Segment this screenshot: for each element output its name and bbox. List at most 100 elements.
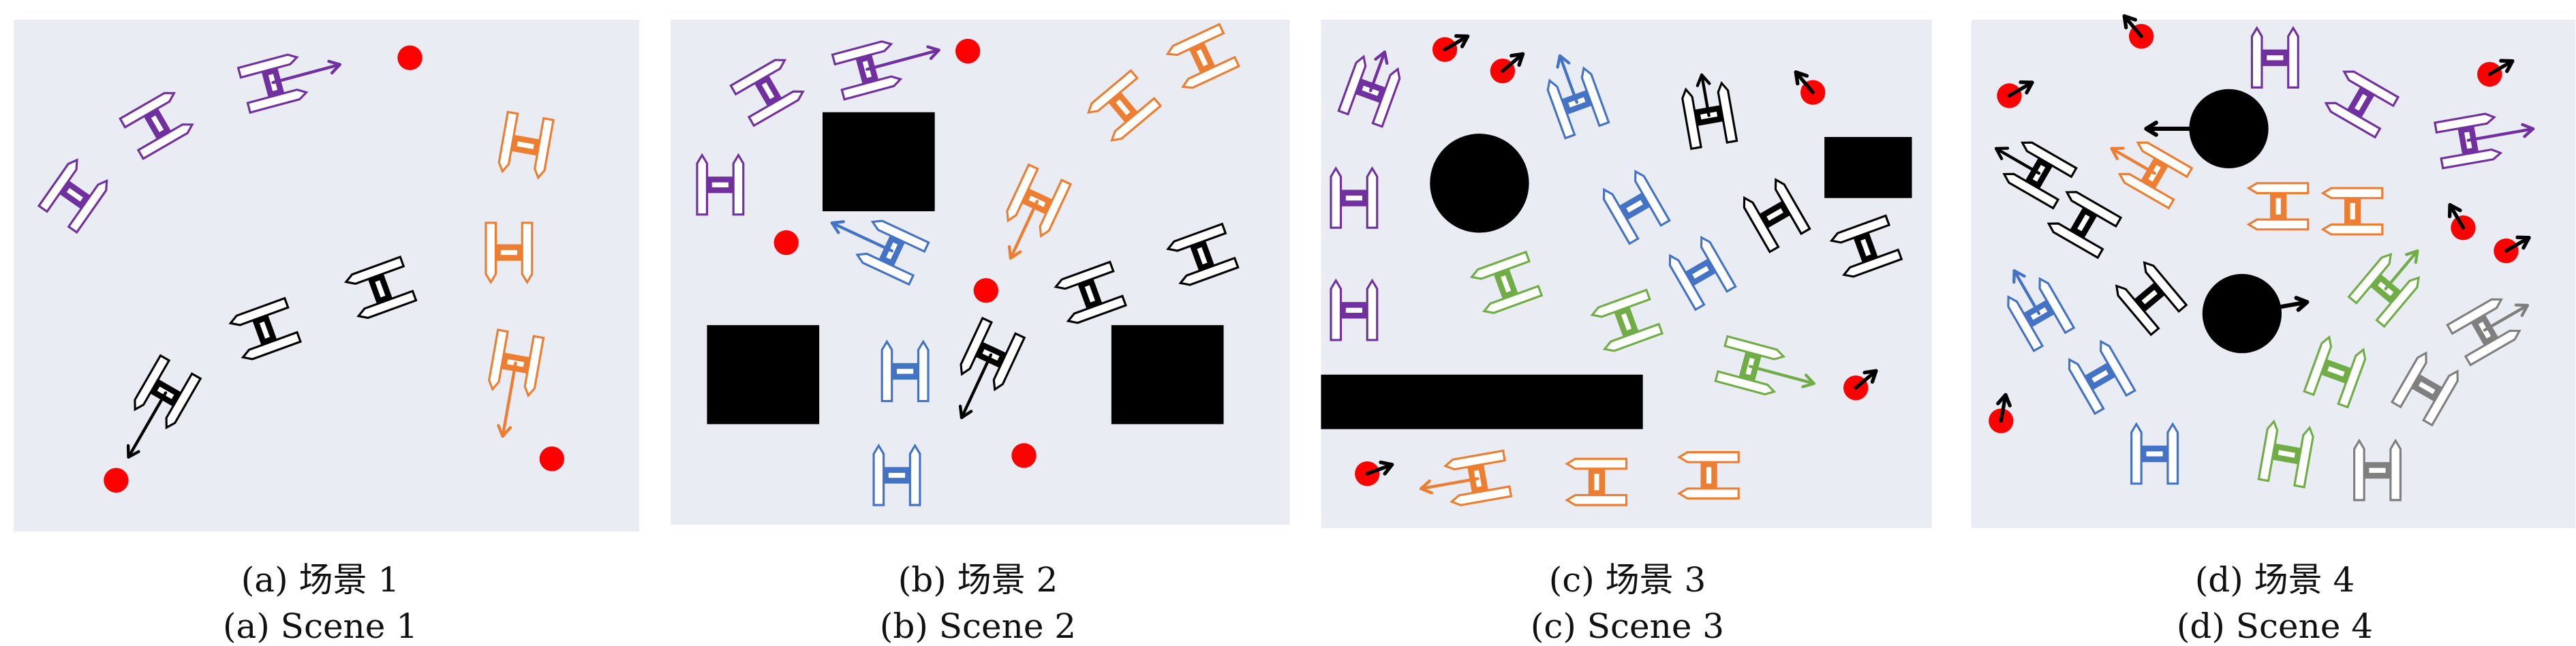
robot-track — [1743, 196, 1780, 253]
robot-track — [119, 91, 177, 129]
arrow-head — [497, 424, 512, 438]
robot-body-window — [1766, 208, 1783, 221]
arrow-head — [926, 45, 940, 60]
arrow-head — [2521, 123, 2535, 138]
robot-body-window — [2091, 370, 2109, 383]
robot-track — [1590, 288, 1651, 318]
robot-track — [521, 221, 534, 285]
robot-track — [2320, 187, 2384, 200]
robot-blue — [872, 443, 921, 506]
robot-purple — [831, 40, 903, 101]
robot-track — [1717, 80, 1738, 144]
robot-track — [1565, 494, 1628, 506]
arrow-head — [1862, 369, 1878, 384]
goal-marker — [955, 38, 981, 64]
robot-track — [1482, 284, 1544, 314]
robot-track — [2293, 425, 2314, 489]
robot-track — [2422, 369, 2459, 427]
robot-track — [1714, 370, 1777, 396]
arrow-head — [830, 220, 845, 234]
robot-body-window — [1345, 196, 1362, 201]
robot-heading-arrow — [958, 353, 993, 420]
robot-green — [2257, 419, 2314, 489]
arrow-shaft — [2466, 127, 2535, 142]
robot-heading-arrow — [2012, 269, 2041, 316]
goal-velocity-arrow — [2447, 203, 2466, 230]
robot-track — [855, 252, 915, 286]
robot-track — [241, 330, 302, 360]
robot-body-window — [2077, 214, 2090, 232]
arrow-head — [1696, 73, 1711, 87]
robot-body-window — [66, 187, 83, 202]
arrow-head — [2122, 14, 2138, 30]
obstacle-velocity-arrow — [2144, 121, 2231, 137]
robot-track — [1676, 487, 1740, 500]
arrow-head — [1454, 34, 1470, 48]
arrow-shaft — [1994, 147, 2041, 175]
robot-track — [2068, 358, 2105, 416]
arrow-shaft — [1009, 200, 1039, 260]
robot-track — [960, 316, 993, 376]
goal-velocity-arrow — [2504, 235, 2531, 253]
robot-body-window — [2267, 55, 2284, 61]
robot-heading-arrow — [2384, 249, 2419, 291]
arrow-shaft — [2110, 147, 2156, 175]
arrow-head — [2012, 269, 2026, 284]
robot-purple — [729, 59, 805, 127]
robot-heading-arrow — [497, 361, 517, 438]
robot-track — [2246, 218, 2310, 231]
robot-track — [1443, 449, 1506, 471]
robot-body-window — [1196, 49, 1208, 67]
robot-track — [1330, 166, 1343, 229]
robot-body-window — [517, 141, 534, 149]
robot-track — [356, 290, 418, 320]
robot-black — [1743, 178, 1811, 253]
robot-body-window — [2355, 93, 2367, 111]
robot-gray — [2390, 351, 2459, 427]
robot-orange — [485, 221, 534, 285]
robot-body-window — [151, 115, 164, 132]
arrow-shaft — [830, 221, 893, 253]
robot-track — [2117, 172, 2175, 210]
robot-black — [1829, 214, 1903, 278]
obstacle-box — [707, 325, 820, 425]
robot-blue — [1602, 170, 1671, 245]
robot-track — [228, 296, 290, 326]
robot-track — [2166, 422, 2179, 485]
robot-heading-arrow — [865, 45, 940, 71]
robot-track — [1829, 214, 1891, 244]
robot-track — [1700, 235, 1737, 293]
arrow-shaft — [1700, 73, 1711, 117]
robot-track — [2130, 422, 2143, 485]
arrow-head — [2515, 235, 2531, 250]
robot-heading-arrow — [1696, 73, 1711, 117]
robot-track — [1676, 451, 1740, 463]
robot-track — [2246, 182, 2310, 194]
robot-track — [1602, 187, 1640, 245]
goal-velocity-arrow — [1996, 393, 2012, 423]
arrow-shaft — [501, 361, 517, 438]
arrow-head — [1379, 460, 1394, 476]
robot-track — [1039, 179, 1073, 239]
robot-track — [831, 40, 893, 66]
robot-track — [870, 219, 930, 253]
robot-track — [523, 335, 545, 398]
robot-body-window — [259, 321, 270, 339]
obstacle-velocity-arrow — [2239, 296, 2310, 316]
arrow-shaft — [960, 353, 993, 420]
robot-track — [732, 153, 745, 216]
caption-zh-b: (b) 场景 2 — [898, 560, 1058, 600]
arrow-head — [2110, 147, 2125, 161]
obstacle-circle — [1430, 134, 1529, 233]
robot-track — [1602, 322, 1664, 352]
arrow-head — [1801, 373, 1815, 388]
robot-orange — [1165, 22, 1240, 89]
arrow-head — [2144, 121, 2158, 137]
goal-marker — [1011, 443, 1037, 468]
robot-track — [2342, 70, 2400, 108]
robot-track — [236, 53, 299, 79]
goal-marker — [397, 45, 423, 70]
robot-track — [1178, 256, 1240, 286]
robot-track — [134, 354, 171, 412]
arrow-head — [1556, 54, 1571, 69]
